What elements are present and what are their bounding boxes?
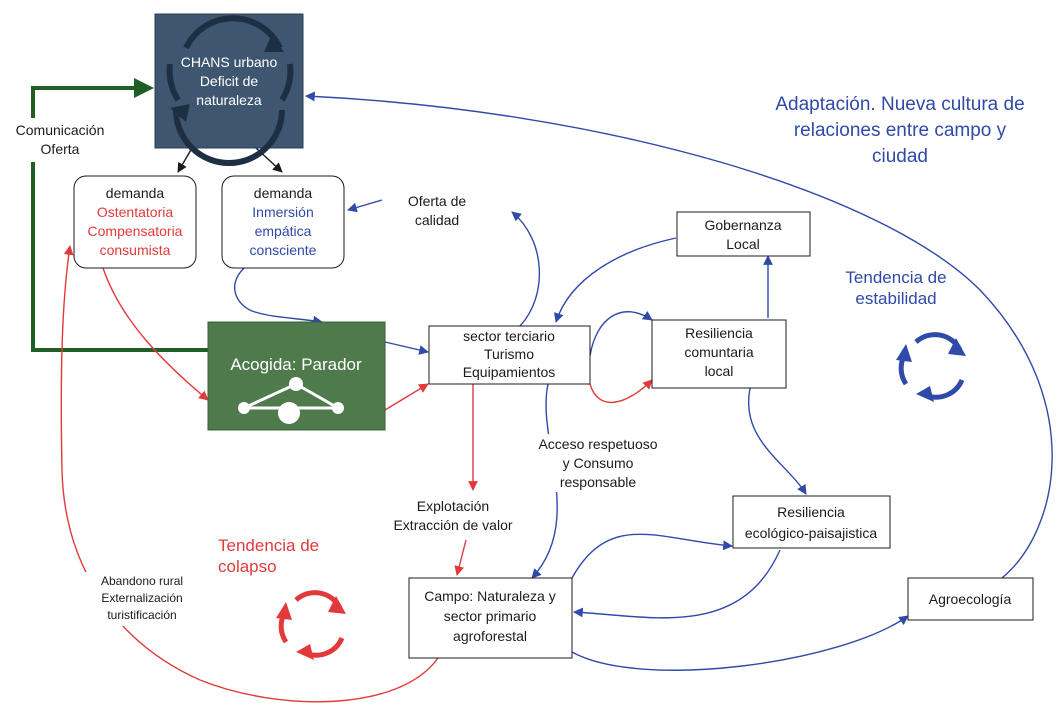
campo-to-resiliencia-eco-arrow (571, 533, 733, 579)
oferta-calidad-line1: Oferta de (408, 193, 467, 209)
gobernanza-line2: Local (726, 236, 759, 252)
demanda-right-line3: empática (255, 223, 312, 239)
explotacion-label: Explotación Extracción de valor (380, 494, 530, 538)
tendencia-estabilidad-line1: Tendencia de (845, 268, 946, 287)
agroecologia-label: Agroecología (929, 591, 1012, 607)
resiliencia-eco-line1: Resiliencia (777, 504, 845, 520)
demanda-right-node[interactable]: demanda Inmersión empática consciente (221, 175, 345, 269)
demanda-right-to-acogida-arrow (233, 267, 323, 326)
tendencia-estabilidad-label: Tendencia de estabilidad (845, 268, 946, 308)
demanda-right-line2: Inmersión (252, 204, 313, 220)
gobernanza-node[interactable]: Gobernanza Local (676, 211, 811, 257)
acogida-to-terciario-red-arrow (384, 383, 429, 411)
resiliencia-local-to-eco-arrow (747, 387, 807, 495)
campo-line3: agroforestal (453, 628, 527, 644)
abandono-label: Abandono rural Externalización turistifi… (84, 572, 204, 626)
chans-line2: Deficit de (200, 73, 259, 89)
tendencia-estabilidad-line2: estabilidad (855, 289, 936, 308)
adaptacion-line2: relaciones entre campo y (794, 120, 1007, 141)
parador-hub-icon (238, 377, 344, 424)
chans-line3: naturaleza (196, 92, 262, 108)
acogida-label: Acogida: Parador (230, 355, 362, 374)
abandono-line2: Externalización (101, 591, 182, 605)
demanda-left-line3: Compensatoria (88, 223, 183, 239)
chans-line1: CHANS urbano (181, 54, 278, 70)
demanda-left-line1: demanda (106, 185, 165, 201)
chans-to-demanda-left-arrow (177, 147, 193, 173)
explotacion-line2: Extracción de valor (393, 517, 512, 533)
demanda-left-line4: consumista (100, 242, 171, 258)
terciario-line3: Equipamientos (463, 364, 556, 380)
chans-cycle-icon (166, 15, 294, 166)
campo-line1: Campo: Naturaleza y (424, 588, 556, 604)
acceso-line2: y Consumo (563, 455, 634, 471)
resiliencia-local-line2: comuntaria (684, 344, 753, 360)
explotacion-to-campo-arrow (454, 539, 467, 576)
terciario-line2: Turismo (484, 346, 534, 362)
acogida-node[interactable]: Acogida: Parador (207, 321, 386, 431)
demanda-left-node[interactable]: demanda Ostentatoria Compensatoria consu… (73, 175, 197, 269)
campo-to-agroecologia-arrow (571, 615, 909, 671)
adaptacion-line1: Adaptación. Nueva cultura de (775, 94, 1024, 115)
stability-cycle-icon (896, 332, 966, 402)
acceso-label: Acceso respetuoso y Consumo responsable (533, 434, 663, 492)
campo-line2: sector primario (444, 608, 537, 624)
terciario-to-oferta-arrow (511, 211, 540, 327)
terciario-line1: sector terciario (463, 328, 555, 344)
tendencia-colapso-label: Tendencia de colapso (218, 536, 319, 576)
demanda-right-line1: demanda (254, 185, 313, 201)
abandono-line1: Abandono rural (101, 574, 183, 588)
resiliencia-local-line1: Resiliencia (685, 325, 753, 341)
demanda-left-to-acogida-arrow (102, 267, 209, 401)
acogida-to-terciario-blue-arrow (384, 341, 429, 355)
demanda-right-line4: consciente (250, 242, 317, 258)
resiliencia-eco-line2: ecológico-paisajistica (745, 525, 878, 541)
oferta-calidad-line2: calidad (415, 212, 459, 228)
comunicacion-label: Comunicación Oferta (6, 118, 116, 162)
oferta-calidad-label: Oferta de calidad (408, 193, 467, 228)
agroecologia-node[interactable]: Agroecología (907, 577, 1034, 621)
tendencia-colapso-line1: Tendencia de (218, 536, 319, 555)
demanda-left-line2: Ostentatoria (97, 204, 173, 220)
resiliencia-local-node[interactable]: Resiliencia comuntaria local (651, 319, 787, 389)
gobernanza-to-terciario-arrow (554, 237, 677, 323)
resiliencia-eco-to-campo-arrow (573, 549, 781, 619)
adaptacion-label: Adaptación. Nueva cultura de relaciones … (775, 94, 1024, 167)
collapse-cycle-icon (276, 590, 346, 660)
adaptacion-line3: ciudad (872, 146, 928, 167)
terciario-to-resiliencia-red-arrow (589, 379, 653, 403)
chans-node[interactable]: CHANS urbano Deficit de naturaleza (154, 13, 304, 166)
comunicacion-line2: Oferta (41, 141, 80, 157)
terciario-to-resiliencia-blue-arrow (589, 311, 653, 357)
comunicacion-loop-arrow (31, 78, 208, 352)
explotacion-line1: Explotación (417, 498, 489, 514)
resiliencia-local-line3: local (705, 363, 734, 379)
campo-node[interactable]: Campo: Naturaleza y sector primario agro… (408, 577, 573, 659)
agroecologia-to-chans-arrow (305, 91, 1053, 579)
comunicacion-line1: Comunicación (16, 122, 105, 138)
abandono-line3: turistificación (107, 608, 176, 622)
tendencia-colapso-line2: colapso (218, 557, 277, 576)
oferta-to-demanda-arrow (347, 199, 383, 213)
sector-terciario-node[interactable]: sector terciario Turismo Equipamientos (428, 325, 591, 385)
acceso-line1: Acceso respetuoso (538, 436, 657, 452)
campo-to-demanda-left-arrow (60, 245, 439, 703)
resiliencia-eco-node[interactable]: Resiliencia ecológico-paisajistica (732, 495, 891, 549)
gobernanza-line1: Gobernanza (704, 217, 781, 233)
acceso-line3: responsable (560, 474, 636, 490)
